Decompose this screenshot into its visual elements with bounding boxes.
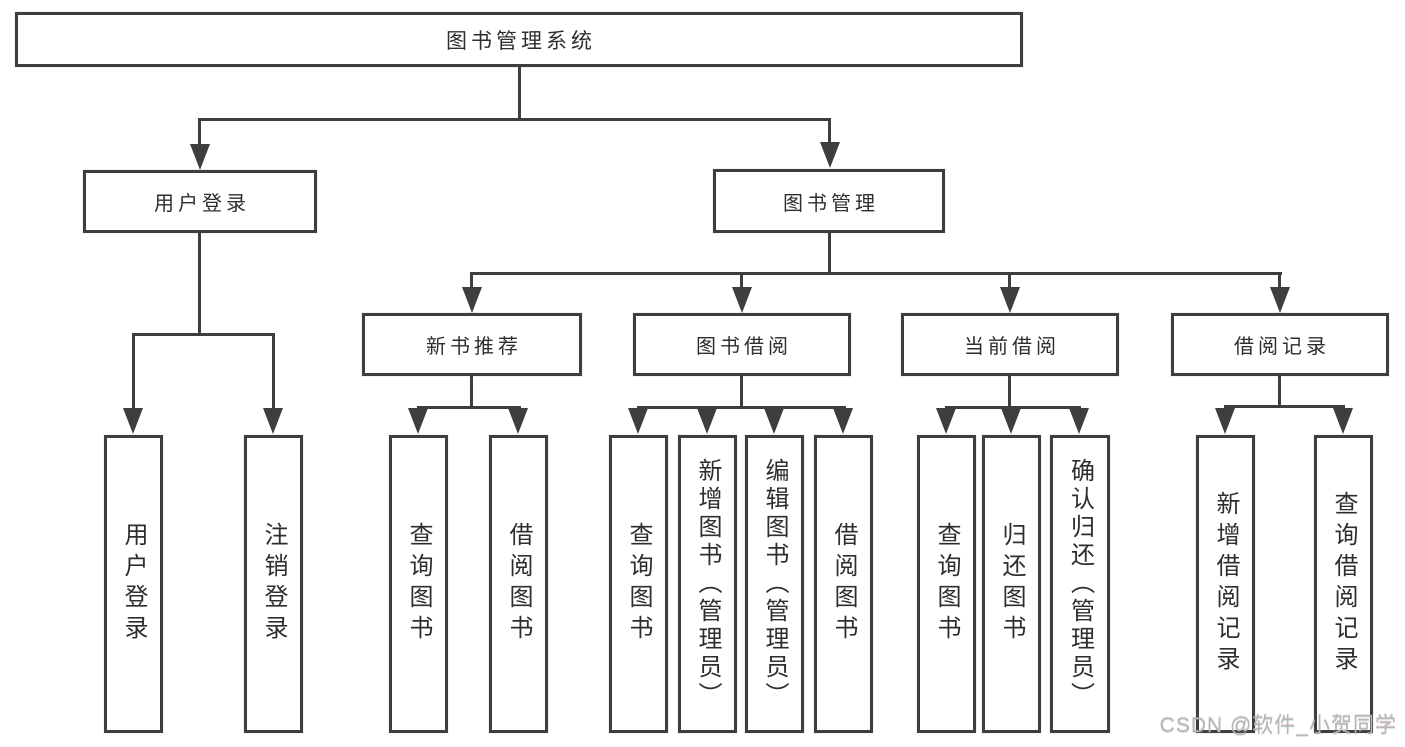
node-label: 编辑图书（管理员） (761, 458, 788, 710)
node-label: 图书借阅 (696, 336, 792, 358)
connector-hline (198, 118, 831, 121)
leaf-confirm-return-admin: 确认归还（管理员） (1050, 435, 1110, 733)
node-label: 当前借阅 (964, 336, 1060, 358)
connector-vline (1278, 376, 1281, 408)
leaf-borrow-books-recommend: 借阅图书 (489, 435, 548, 733)
node-label: 借阅图书 (830, 522, 857, 646)
leaf-query-books-current: 查询图书 (917, 435, 976, 733)
leaf-logout: 注销登录 (244, 435, 303, 733)
arrow-down-icon (1215, 408, 1235, 434)
arrow-down-icon (408, 408, 428, 434)
node-label: 查询图书 (625, 522, 652, 646)
connector-vline (470, 272, 473, 294)
node-label: 注销登录 (260, 522, 287, 646)
node-label: 查询图书 (933, 522, 960, 646)
connector-hline (945, 406, 1081, 409)
node-label: 图书管理 (783, 192, 879, 215)
connector-hline (417, 406, 521, 409)
arrow-down-icon (1333, 408, 1353, 434)
node-label: 用户登录 (154, 193, 250, 215)
connector-hline (637, 406, 846, 409)
node-label: 用户登录 (120, 522, 147, 646)
arrow-down-icon (628, 408, 648, 434)
node-label: 新增图书（管理员） (694, 458, 721, 710)
arrow-down-icon (123, 408, 143, 434)
arrow-down-icon (1001, 408, 1021, 434)
node-library-management-system: 图书管理系统 (15, 12, 1023, 67)
connector-vline (1008, 376, 1011, 409)
connector-vline (132, 333, 135, 413)
node-label: 借阅图书 (505, 522, 532, 646)
node-label: 借阅记录 (1234, 336, 1330, 358)
leaf-return-books: 归还图书 (982, 435, 1041, 733)
leaf-borrow-books: 借阅图书 (814, 435, 873, 733)
connector-vline (740, 376, 743, 409)
connector-vline (1008, 272, 1011, 294)
arrow-down-icon (833, 408, 853, 434)
connector-vline (518, 67, 521, 120)
arrow-down-icon (697, 408, 717, 434)
arrow-down-icon (1069, 408, 1089, 434)
node-user-login: 用户登录 (83, 170, 317, 233)
connector-vline (272, 333, 275, 413)
node-label: 图书管理系统 (446, 29, 596, 53)
connector-vline (198, 233, 201, 336)
arrow-down-icon (1000, 287, 1020, 313)
arrow-down-icon (263, 408, 283, 434)
connector-hline (470, 272, 1282, 275)
arrow-down-icon (764, 408, 784, 434)
node-borrowing-records: 借阅记录 (1171, 313, 1389, 376)
connector-vline (740, 272, 743, 294)
node-label: 查询图书 (405, 522, 432, 646)
leaf-add-books-admin: 新增图书（管理员） (678, 435, 737, 733)
arrow-down-icon (190, 144, 210, 170)
node-label: 查询借阅记录 (1330, 491, 1357, 677)
arrow-down-icon (508, 408, 528, 434)
arrow-down-icon (732, 287, 752, 313)
leaf-add-borrow-record: 新增借阅记录 (1196, 435, 1255, 733)
leaf-query-books-borrow: 查询图书 (609, 435, 668, 733)
connector-vline (198, 118, 201, 152)
leaf-query-books-recommend: 查询图书 (389, 435, 448, 733)
node-label: 新书推荐 (426, 336, 522, 358)
node-book-management: 图书管理 (713, 169, 945, 233)
connector-hline (132, 333, 275, 336)
connector-vline (1278, 272, 1281, 294)
leaf-user-login: 用户登录 (104, 435, 163, 733)
leaf-edit-books-admin: 编辑图书（管理员） (745, 435, 804, 733)
arrow-down-icon (820, 142, 840, 168)
csdn-watermark: CSDN @软件_小贺同学 (1159, 714, 1397, 737)
arrow-down-icon (936, 408, 956, 434)
node-label: 确认归还（管理员） (1066, 458, 1094, 710)
node-new-book-recommendation: 新书推荐 (362, 313, 582, 376)
connector-vline (828, 118, 831, 150)
arrow-down-icon (462, 287, 482, 313)
node-label: 新增借阅记录 (1212, 491, 1239, 677)
node-book-borrowing: 图书借阅 (633, 313, 851, 376)
leaf-query-borrow-record: 查询借阅记录 (1314, 435, 1373, 733)
connector-hline (1224, 405, 1345, 408)
arrow-down-icon (1270, 287, 1290, 313)
node-current-borrowing: 当前借阅 (901, 313, 1119, 376)
connector-vline (470, 376, 473, 409)
connector-vline (828, 233, 831, 275)
node-label: 归还图书 (998, 522, 1025, 646)
